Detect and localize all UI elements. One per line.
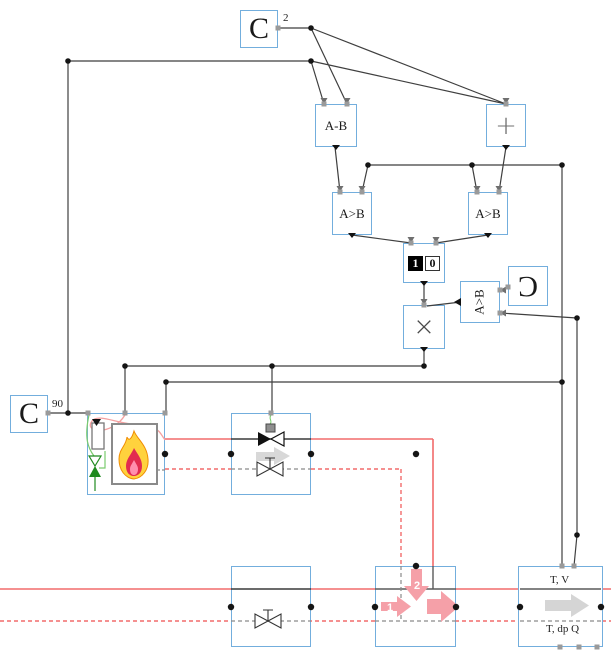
constant-setpoint-block[interactable]: C (10, 395, 48, 433)
compare-upper-label: A>B (475, 205, 501, 221)
valve-supply-block[interactable] (231, 413, 311, 495)
compare-lower-block[interactable]: A>B (332, 192, 372, 235)
sensor-supply-label: T, V (550, 574, 570, 586)
compare-upper-block[interactable]: A>B (468, 192, 508, 235)
sensor-return-label: T, dp Q (546, 623, 580, 635)
subtract-block[interactable]: A-B (315, 104, 357, 147)
constant-flow-label: C (517, 270, 538, 303)
subtract-label: A-B (324, 117, 348, 133)
compare-flow-block[interactable]: A>B (460, 281, 500, 323)
compare-lower-label: A>B (339, 205, 365, 221)
selector-on-value: 1 (408, 255, 423, 271)
selector-block[interactable]: 1 0 (403, 243, 445, 283)
constant-setpoint-label: C (18, 397, 39, 430)
constant-offset-value: 2 (283, 12, 289, 24)
multiply-block[interactable]: × (403, 305, 445, 349)
multiply-label: × (413, 312, 435, 342)
valve-return-block[interactable] (231, 566, 311, 647)
sensor-block[interactable]: T, V T, dp Q (518, 566, 603, 647)
constant-offset-label: C (248, 12, 269, 45)
boiler-block[interactable] (87, 413, 165, 495)
tee-block[interactable] (375, 566, 456, 647)
add-block[interactable]: + (486, 104, 526, 147)
compare-flow-label: A>B (471, 289, 487, 315)
add-label: + (495, 110, 517, 141)
constant-setpoint-value: 90 (52, 398, 63, 410)
constant-block-offset[interactable]: C (240, 10, 278, 48)
constant-flow-block[interactable]: C (508, 266, 548, 306)
selector-off-value: 0 (425, 255, 440, 271)
